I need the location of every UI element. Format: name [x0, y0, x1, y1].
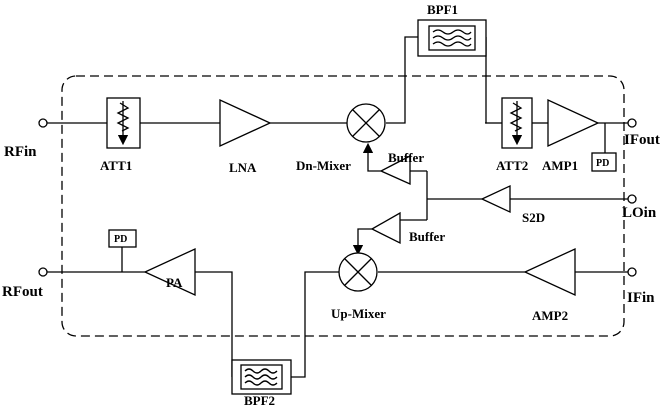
loin-port[interactable]: [627, 194, 637, 204]
rfout-label: RFout: [2, 284, 43, 300]
ifin-port[interactable]: [627, 267, 637, 277]
bpf1-block: [417, 19, 487, 57]
rx-chain-wires: [47, 36, 628, 153]
rfin-label: RFin: [4, 144, 37, 160]
pd-top-label: PD: [596, 158, 609, 169]
lo-wires: [352, 142, 628, 256]
att2-label: ATT2: [496, 158, 528, 173]
buffer-bottom-label: Buffer: [409, 229, 445, 244]
pd-top-box: [591, 152, 617, 172]
ifin-label: IFin: [627, 290, 655, 306]
att1-block: [106, 97, 141, 149]
module-boundary: [61, 75, 625, 337]
att2-block: [501, 97, 533, 149]
lna-label: LNA: [229, 160, 257, 175]
bpf2-block: [231, 359, 292, 395]
dn-mixer-symbol: [346, 103, 386, 143]
rfin-port[interactable]: [38, 118, 48, 128]
buffer-bottom-amplifier: [370, 211, 401, 245]
pa-amplifier: [143, 247, 196, 297]
dn-mixer-label: Dn-Mixer: [296, 158, 351, 173]
amp2-amplifier: [523, 247, 576, 297]
bpf2-label: BPF2: [244, 393, 275, 408]
pd-bottom-box: [108, 229, 137, 248]
buffer-top-amplifier: [379, 154, 411, 186]
amp1-label: AMP1: [542, 158, 578, 173]
s2d-amplifier: [480, 184, 511, 214]
buffer-top-label: Buffer: [388, 150, 424, 165]
amp2-label: AMP2: [532, 308, 568, 323]
up-mixer-symbol: [338, 252, 378, 292]
up-mixer-label: Up-Mixer: [331, 306, 386, 321]
amp1-amplifier: [547, 98, 600, 148]
bpf1-label: BPF1: [427, 2, 458, 17]
loin-label: LOin: [622, 205, 657, 221]
pd-bottom-label: PD: [114, 234, 127, 245]
pa-label: PA: [166, 275, 183, 290]
rfout-port[interactable]: [38, 267, 48, 277]
ifout-label: IFout: [624, 132, 660, 148]
tx-chain-wires: [47, 246, 628, 378]
lna-amplifier: [219, 98, 272, 148]
ifout-port[interactable]: [627, 118, 637, 128]
att1-label: ATT1: [100, 158, 132, 173]
s2d-label: S2D: [522, 210, 545, 225]
